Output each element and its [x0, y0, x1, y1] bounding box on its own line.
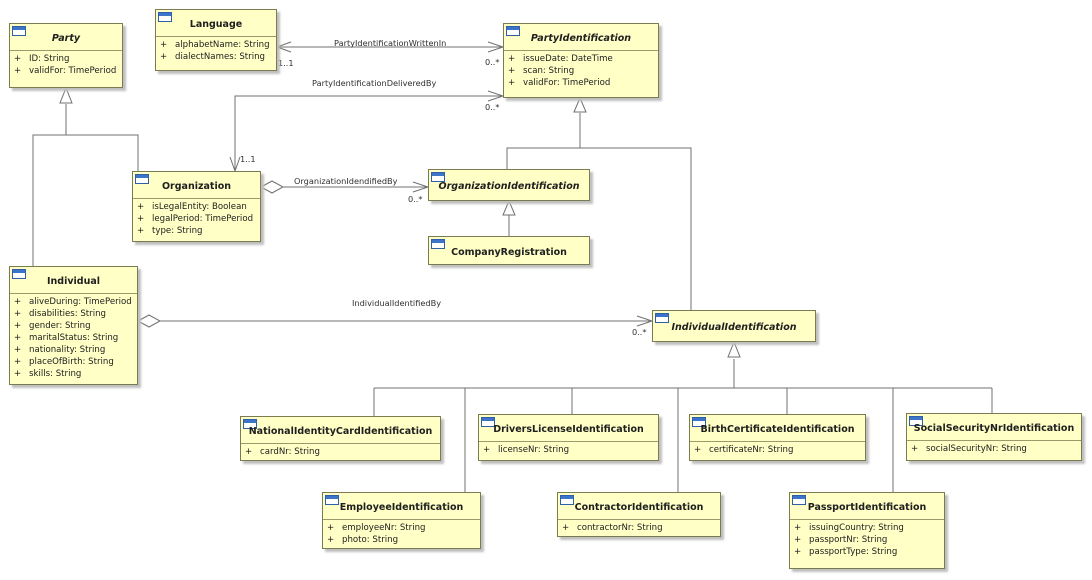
arrowhead-written-in-source [275, 41, 292, 53]
class-title: DriversLicenseIdentification [493, 424, 644, 435]
class-title: OrganizationIdentification [438, 181, 580, 192]
attribute-row: +licenseNr: String [483, 445, 570, 455]
generalization-triangle-party [59, 86, 73, 104]
class-icon [655, 313, 669, 323]
attribute-row: +passportType: String [794, 547, 898, 557]
assoc-written-in-label: PartyIdentificationWrittenIn [334, 38, 447, 48]
attribute-row: +ID: String [14, 54, 70, 64]
class-title: NationalIdentityCardIdentification [248, 426, 433, 437]
class-title: EmployeeIdentification [339, 502, 464, 513]
class-icon [431, 172, 445, 182]
class-title: ContractorIdentification [574, 502, 704, 513]
class-birth-certificate-identification[interactable]: BirthCertificateIdentification +certific… [689, 414, 866, 461]
class-contractor-identification[interactable]: ContractorIdentification +contractorNr: … [557, 492, 721, 537]
class-icon [692, 417, 706, 427]
attribute-row: +contractorNr: String [562, 523, 663, 533]
assoc-written-in-mult-target: 0..* [485, 57, 500, 67]
attribute-row: +socialSecurityNr: String [911, 444, 1027, 454]
class-drivers-license-identification[interactable]: DriversLicenseIdentification +licenseNr:… [478, 414, 659, 461]
attribute-row: +aliveDuring: TimePeriod [14, 297, 132, 307]
assoc-ind-identified-mult-target: 0..* [632, 327, 647, 337]
class-title: Individual [46, 276, 101, 287]
class-title: Party [51, 33, 81, 44]
attribute-row: +employeeNr: String [327, 523, 426, 533]
class-individual[interactable]: Individual +aliveDuring: TimePeriod +dis… [9, 266, 138, 385]
attribute-row: +disabilities: String [14, 309, 106, 319]
assoc-delivered-by-mult-target: 0..* [485, 102, 500, 112]
class-social-security-nr-identification[interactable]: SocialSecurityNrIdentification +socialSe… [906, 413, 1082, 461]
assoc-delivered-by-line [234, 95, 503, 171]
class-icon [431, 239, 445, 249]
class-title: PassportIdentification [807, 502, 927, 513]
assoc-ind-identified-label: IndividualIdentifiedBy [352, 298, 442, 308]
attribute-row: +cardNr: String [245, 447, 320, 457]
class-icon [792, 495, 806, 505]
generalization-triangle-orgid [502, 199, 516, 216]
class-title: SocialSecurityNrIdentification [913, 423, 1075, 434]
attribute-row: +issueDate: DateTime [508, 54, 613, 64]
class-icon [12, 269, 26, 279]
attribute-row: +validFor: TimePeriod [508, 78, 611, 88]
class-icon [560, 495, 574, 505]
class-passport-identification[interactable]: PassportIdentification +issuingCountry: … [789, 492, 945, 569]
attribute-row: +maritalStatus: String [14, 333, 119, 343]
attribute-row: +certificateNr: String [694, 445, 794, 455]
class-title: Organization [161, 181, 232, 192]
attribute-row: +issuingCountry: String [794, 523, 904, 533]
attribute-row: +isLegalEntity: Boolean [137, 202, 247, 212]
aggregation-diamond-individual [136, 314, 162, 328]
generalization-organization-party [66, 134, 139, 171]
class-icon [135, 174, 149, 184]
assoc-org-identified-mult-target: 0..* [408, 194, 423, 204]
attribute-row: +legalPeriod: TimePeriod [137, 214, 254, 224]
assoc-delivered-by-label: PartyIdentificationDeliveredBy [312, 78, 437, 88]
class-title: PartyIdentification [530, 33, 632, 44]
class-language[interactable]: Language +alphabetName: String +dialectN… [155, 9, 277, 71]
class-party-identification[interactable]: PartyIdentification +issueDate: DateTime… [503, 23, 659, 98]
class-title: BirthCertificateIdentification [700, 424, 855, 435]
attribute-row: +scan: String [508, 66, 575, 76]
generalization-triangle-indid [727, 340, 741, 358]
class-title: CompanyRegistration [451, 247, 567, 258]
attribute-row: +dialectNames: String [160, 52, 265, 62]
attribute-row: +skills: String [14, 369, 82, 379]
class-national-identity-card-identification[interactable]: NationalIdentityCardIdentification +card… [240, 416, 441, 461]
generalization-triangle-partyid [573, 96, 587, 113]
class-company-registration[interactable]: CompanyRegistration [428, 236, 590, 265]
attribute-row: +alphabetName: String [160, 40, 270, 50]
attribute-row: +type: String [137, 226, 203, 236]
class-title: Language [189, 19, 243, 30]
class-icon [158, 12, 172, 22]
assoc-delivered-by-mult-source: 1..1 [240, 154, 256, 164]
attribute-row: +validFor: TimePeriod [14, 66, 117, 76]
assoc-org-identified-label: OrganizationIdendifiedBy [294, 176, 398, 186]
class-individual-identification[interactable]: IndividualIdentification [652, 310, 816, 342]
class-employee-identification[interactable]: EmployeeIdentification +employeeNr: Stri… [322, 492, 481, 549]
generalization-orgid-partyid [506, 113, 581, 169]
class-organization-identification[interactable]: OrganizationIdentification [428, 169, 590, 201]
attribute-row: +placeOfBirth: String [14, 357, 114, 367]
class-icon [243, 419, 257, 429]
class-icon [481, 417, 495, 427]
class-icon [506, 26, 520, 36]
aggregation-diamond-organization [259, 180, 285, 194]
class-icon [909, 416, 923, 426]
attribute-row: +photo: String [327, 535, 399, 545]
generalization-tree-bus [374, 359, 992, 389]
generalization-indid-partyid [580, 147, 692, 310]
generalization-individual-party [32, 104, 67, 266]
class-organization[interactable]: Organization +isLegalEntity: Boolean +le… [132, 171, 261, 242]
attribute-row: +passportNr: String [794, 535, 888, 545]
class-icon [325, 495, 339, 505]
class-party[interactable]: Party +ID: String +validFor: TimePeriod [9, 23, 123, 88]
attribute-row: +nationality: String [14, 345, 106, 355]
class-icon [12, 26, 26, 36]
class-title: IndividualIdentification [671, 322, 797, 333]
attribute-row: +gender: String [14, 321, 91, 331]
assoc-written-in-mult-source: 1..1 [278, 58, 294, 68]
